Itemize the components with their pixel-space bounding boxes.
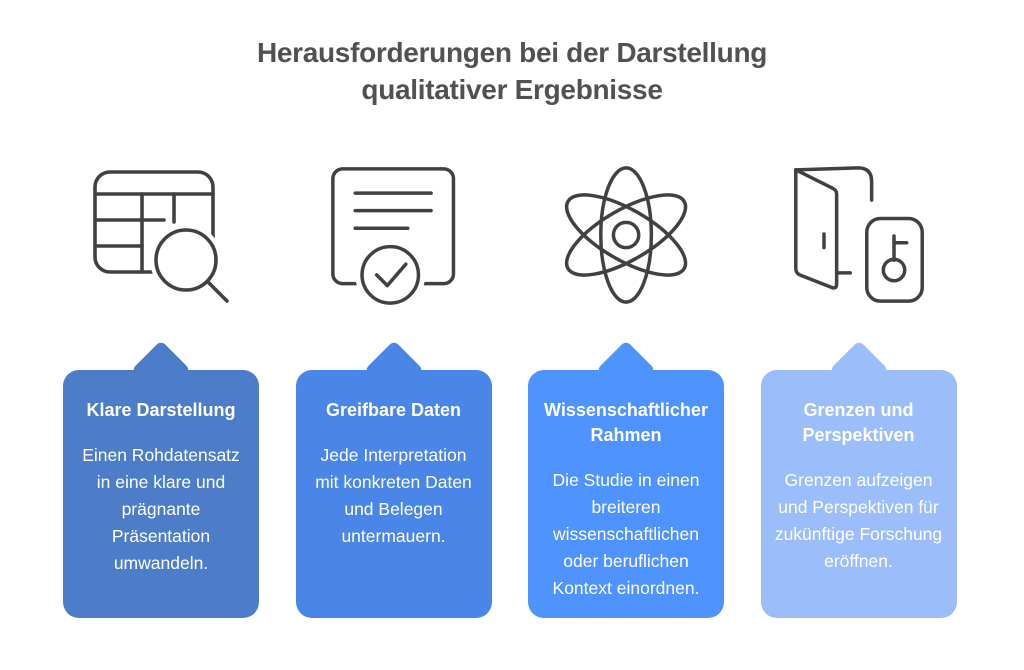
card-pointer (596, 340, 656, 400)
icons-row (63, 164, 957, 310)
card-title: Wissenschaftlicher Rahmen (544, 400, 708, 445)
page-title-line1: Herausforderungen bei der Darstellung (256, 37, 768, 68)
card-grenzen-perspektiven: Grenzen und Perspektiven Grenzen aufzeig… (760, 340, 957, 618)
document-check-icon (296, 164, 492, 310)
card-pointer (828, 340, 889, 400)
page-title: Herausforderungen bei der Darstellung qu… (0, 34, 1024, 108)
card-greifbare-daten: Greifbare Daten Jede Interpretation mit … (295, 340, 492, 618)
door-key-icon (761, 164, 957, 310)
card-title: Klare Darstellung (86, 400, 236, 420)
cards-row: Klare Darstellung Einen Rohdatensatz in … (63, 340, 957, 618)
card-body: Jede Interpretation mit konkreten Daten … (315, 445, 472, 546)
card-wissenschaftlicher-rahmen: Wissenschaftlicher Rahmen Die Studie in … (528, 340, 724, 618)
card-pointer (131, 340, 191, 400)
card-title: Greifbare Daten (325, 400, 462, 420)
card-title: Grenzen und Perspektiven (802, 400, 915, 445)
card-body: Die Studie in einen breiteren wissenscha… (552, 470, 700, 598)
card-body: Grenzen aufzeigen und Perspektiven für z… (774, 470, 943, 571)
card-pointer (363, 340, 424, 400)
card-klare-darstellung: Klare Darstellung Einen Rohdatensatz in … (63, 340, 259, 618)
page-title-line2: qualitativer Ergebnisse (361, 74, 663, 105)
table-search-icon (63, 164, 259, 310)
card-body: Einen Rohdatensatz in eine klare und prä… (82, 445, 240, 573)
atom-icon (528, 164, 724, 310)
